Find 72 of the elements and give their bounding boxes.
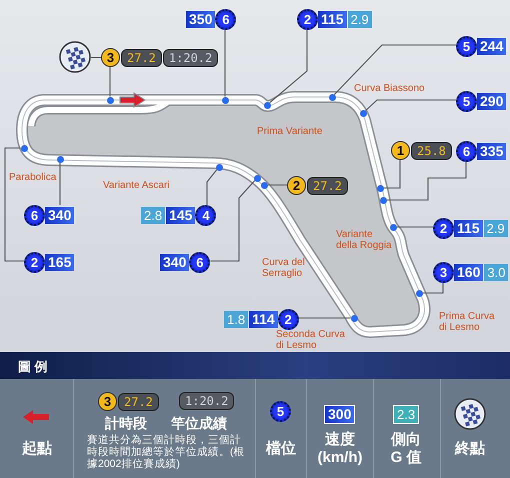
turn-name: Prima Curva di Lesmo xyxy=(439,311,496,333)
speed-value: 160 xyxy=(454,264,484,281)
leader-line xyxy=(384,160,401,189)
turn-name: Curva Biassono xyxy=(354,83,426,94)
sector-time: 27.2 xyxy=(121,48,162,66)
speed-value: 115 xyxy=(454,220,483,237)
gear-badge: 4 xyxy=(195,205,216,226)
leader-line xyxy=(365,99,456,111)
legend-label: 檔位 xyxy=(264,440,297,458)
speed-value: 300 xyxy=(324,405,356,424)
leader-line xyxy=(386,162,467,201)
speed-value: 244 xyxy=(477,38,506,55)
turn-name: Prima Variante xyxy=(257,126,324,137)
turn-name: Variante della Roggia xyxy=(336,229,393,251)
leader-line xyxy=(396,226,433,228)
leader-line xyxy=(210,180,256,262)
g-force-value: 2.3 xyxy=(393,405,420,424)
leader-line xyxy=(334,44,456,95)
speed-value: 145 xyxy=(166,207,196,224)
legend-label: 竿位成績 xyxy=(170,415,228,432)
g-force-value: 2.9 xyxy=(348,11,372,28)
lap-time: 1:20.2 xyxy=(179,392,234,410)
g-force-value: 1.8 xyxy=(224,311,248,328)
turn-name: Variante Ascari xyxy=(103,180,171,191)
speed-value: 114 xyxy=(249,311,278,328)
connector-line xyxy=(91,56,101,58)
legend-label: 終點 xyxy=(454,440,486,458)
leader-line xyxy=(206,169,218,205)
speed-value: 350 xyxy=(186,11,216,28)
speed-value: 290 xyxy=(477,93,506,110)
gear-badge: 2 xyxy=(278,309,299,330)
gear-badge: 3 xyxy=(433,262,454,283)
legend-label: 側向 G 值 xyxy=(390,431,422,467)
gear-badge: 5 xyxy=(456,91,477,112)
gear-badge: 2 xyxy=(24,252,45,273)
speed-value: 165 xyxy=(45,254,74,271)
gear-badge: 6 xyxy=(24,205,45,226)
leader-line xyxy=(224,30,226,96)
turn-name: Parabolica xyxy=(9,172,58,183)
lap-time: 1:20.2 xyxy=(162,48,218,66)
sector-time: 25.8 xyxy=(411,142,452,160)
gear-badge: 5 xyxy=(456,36,477,57)
gear-badge: 6 xyxy=(189,252,210,273)
legend-label: 計時段 xyxy=(104,415,148,432)
legend-label: 速度 (km/h) xyxy=(316,431,364,467)
leader-line xyxy=(109,67,111,96)
g-force-value: 2.8 xyxy=(141,207,166,224)
leader-line xyxy=(4,147,24,262)
g-force-value: 3.0 xyxy=(484,264,508,281)
leader-line xyxy=(298,317,350,319)
turn-name: Seconda Curva di Lesmo xyxy=(276,329,346,351)
speed-value: 340 xyxy=(45,207,74,224)
gear-badge: 2 xyxy=(433,218,454,239)
g-force-value: 2.9 xyxy=(484,220,508,237)
legend-title: 圖 例 xyxy=(18,358,48,376)
note-text: 賽道共分為三個計時段，三個計時段時間加總等於竿位成績。(根據2002排位賽成績) xyxy=(87,434,246,470)
leader-line xyxy=(268,184,287,186)
gear-badge: 6 xyxy=(456,141,477,162)
legend-label: 起點 xyxy=(21,440,53,458)
leader-line xyxy=(59,162,61,205)
speed-value: 115 xyxy=(318,11,347,28)
sector-time: 27.2 xyxy=(307,176,348,194)
turn-name: Curva del Serraglio xyxy=(262,257,306,279)
speed-value: 340 xyxy=(160,254,190,271)
sector-number: 3 xyxy=(101,48,120,67)
sector-number: 1 xyxy=(391,141,410,160)
gear-badge: 6 xyxy=(215,9,236,30)
gear-badge: 2 xyxy=(297,9,318,30)
speed-value: 335 xyxy=(477,143,506,160)
leader-line xyxy=(269,30,308,104)
sector-time: 27.2 xyxy=(118,392,159,410)
leader-line xyxy=(422,283,444,294)
